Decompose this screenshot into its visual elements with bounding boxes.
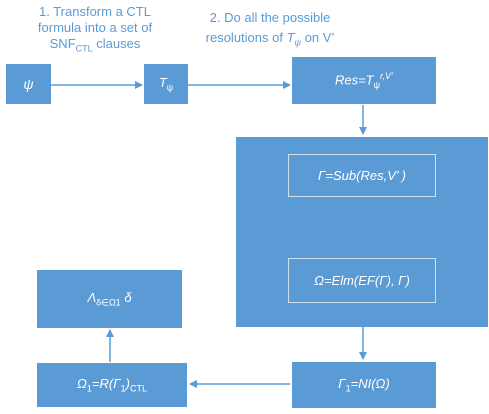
gamma-sub-label: Γ=Sub(Res,V’ ) bbox=[318, 168, 406, 183]
gamma-sub-box: Γ=Sub(Res,V’ ) bbox=[288, 154, 436, 197]
omega-elm-label: Ω=Elm(EF(Γ), Γ) bbox=[314, 273, 410, 288]
res-label: Res=Tψr,V’ bbox=[334, 71, 394, 90]
step1-caption: 1. Transform a CTL formula into a set of… bbox=[20, 4, 170, 57]
omega1-label: Ω1=R(Γ1)CTL bbox=[76, 376, 147, 394]
step2-caption: 2. Do all the possible resolutions of Tψ… bbox=[170, 10, 370, 51]
gamma1-label: Γ1=NI(Ω) bbox=[338, 376, 390, 394]
final-box: Λδ∈Ω1 δ bbox=[37, 270, 182, 328]
t-psi-label: Tψ bbox=[158, 75, 174, 93]
psi-box: ψ bbox=[6, 64, 51, 104]
step2-caption-line2: resolutions of Tψ on V’ bbox=[205, 30, 335, 48]
step2-caption-line1: 2. Do all the possible bbox=[209, 10, 331, 25]
omega-elm-box: Ω=Elm(EF(Γ), Γ) bbox=[288, 258, 436, 303]
step1-caption-line2: formula into a set of bbox=[37, 20, 153, 35]
final-label: Λδ∈Ω1 δ bbox=[87, 289, 132, 308]
step1-caption-line3: SNFCTL clauses bbox=[49, 36, 141, 54]
t-psi-box: Tψ bbox=[144, 64, 188, 104]
res-box: Res=Tψr,V’ bbox=[292, 57, 436, 104]
step1-caption-line1: 1. Transform a CTL bbox=[39, 4, 151, 19]
resolution-block bbox=[236, 137, 488, 327]
gamma1-box: Γ1=NI(Ω) bbox=[292, 362, 436, 408]
omega1-box: Ω1=R(Γ1)CTL bbox=[37, 363, 187, 407]
psi-label: ψ bbox=[23, 76, 34, 92]
